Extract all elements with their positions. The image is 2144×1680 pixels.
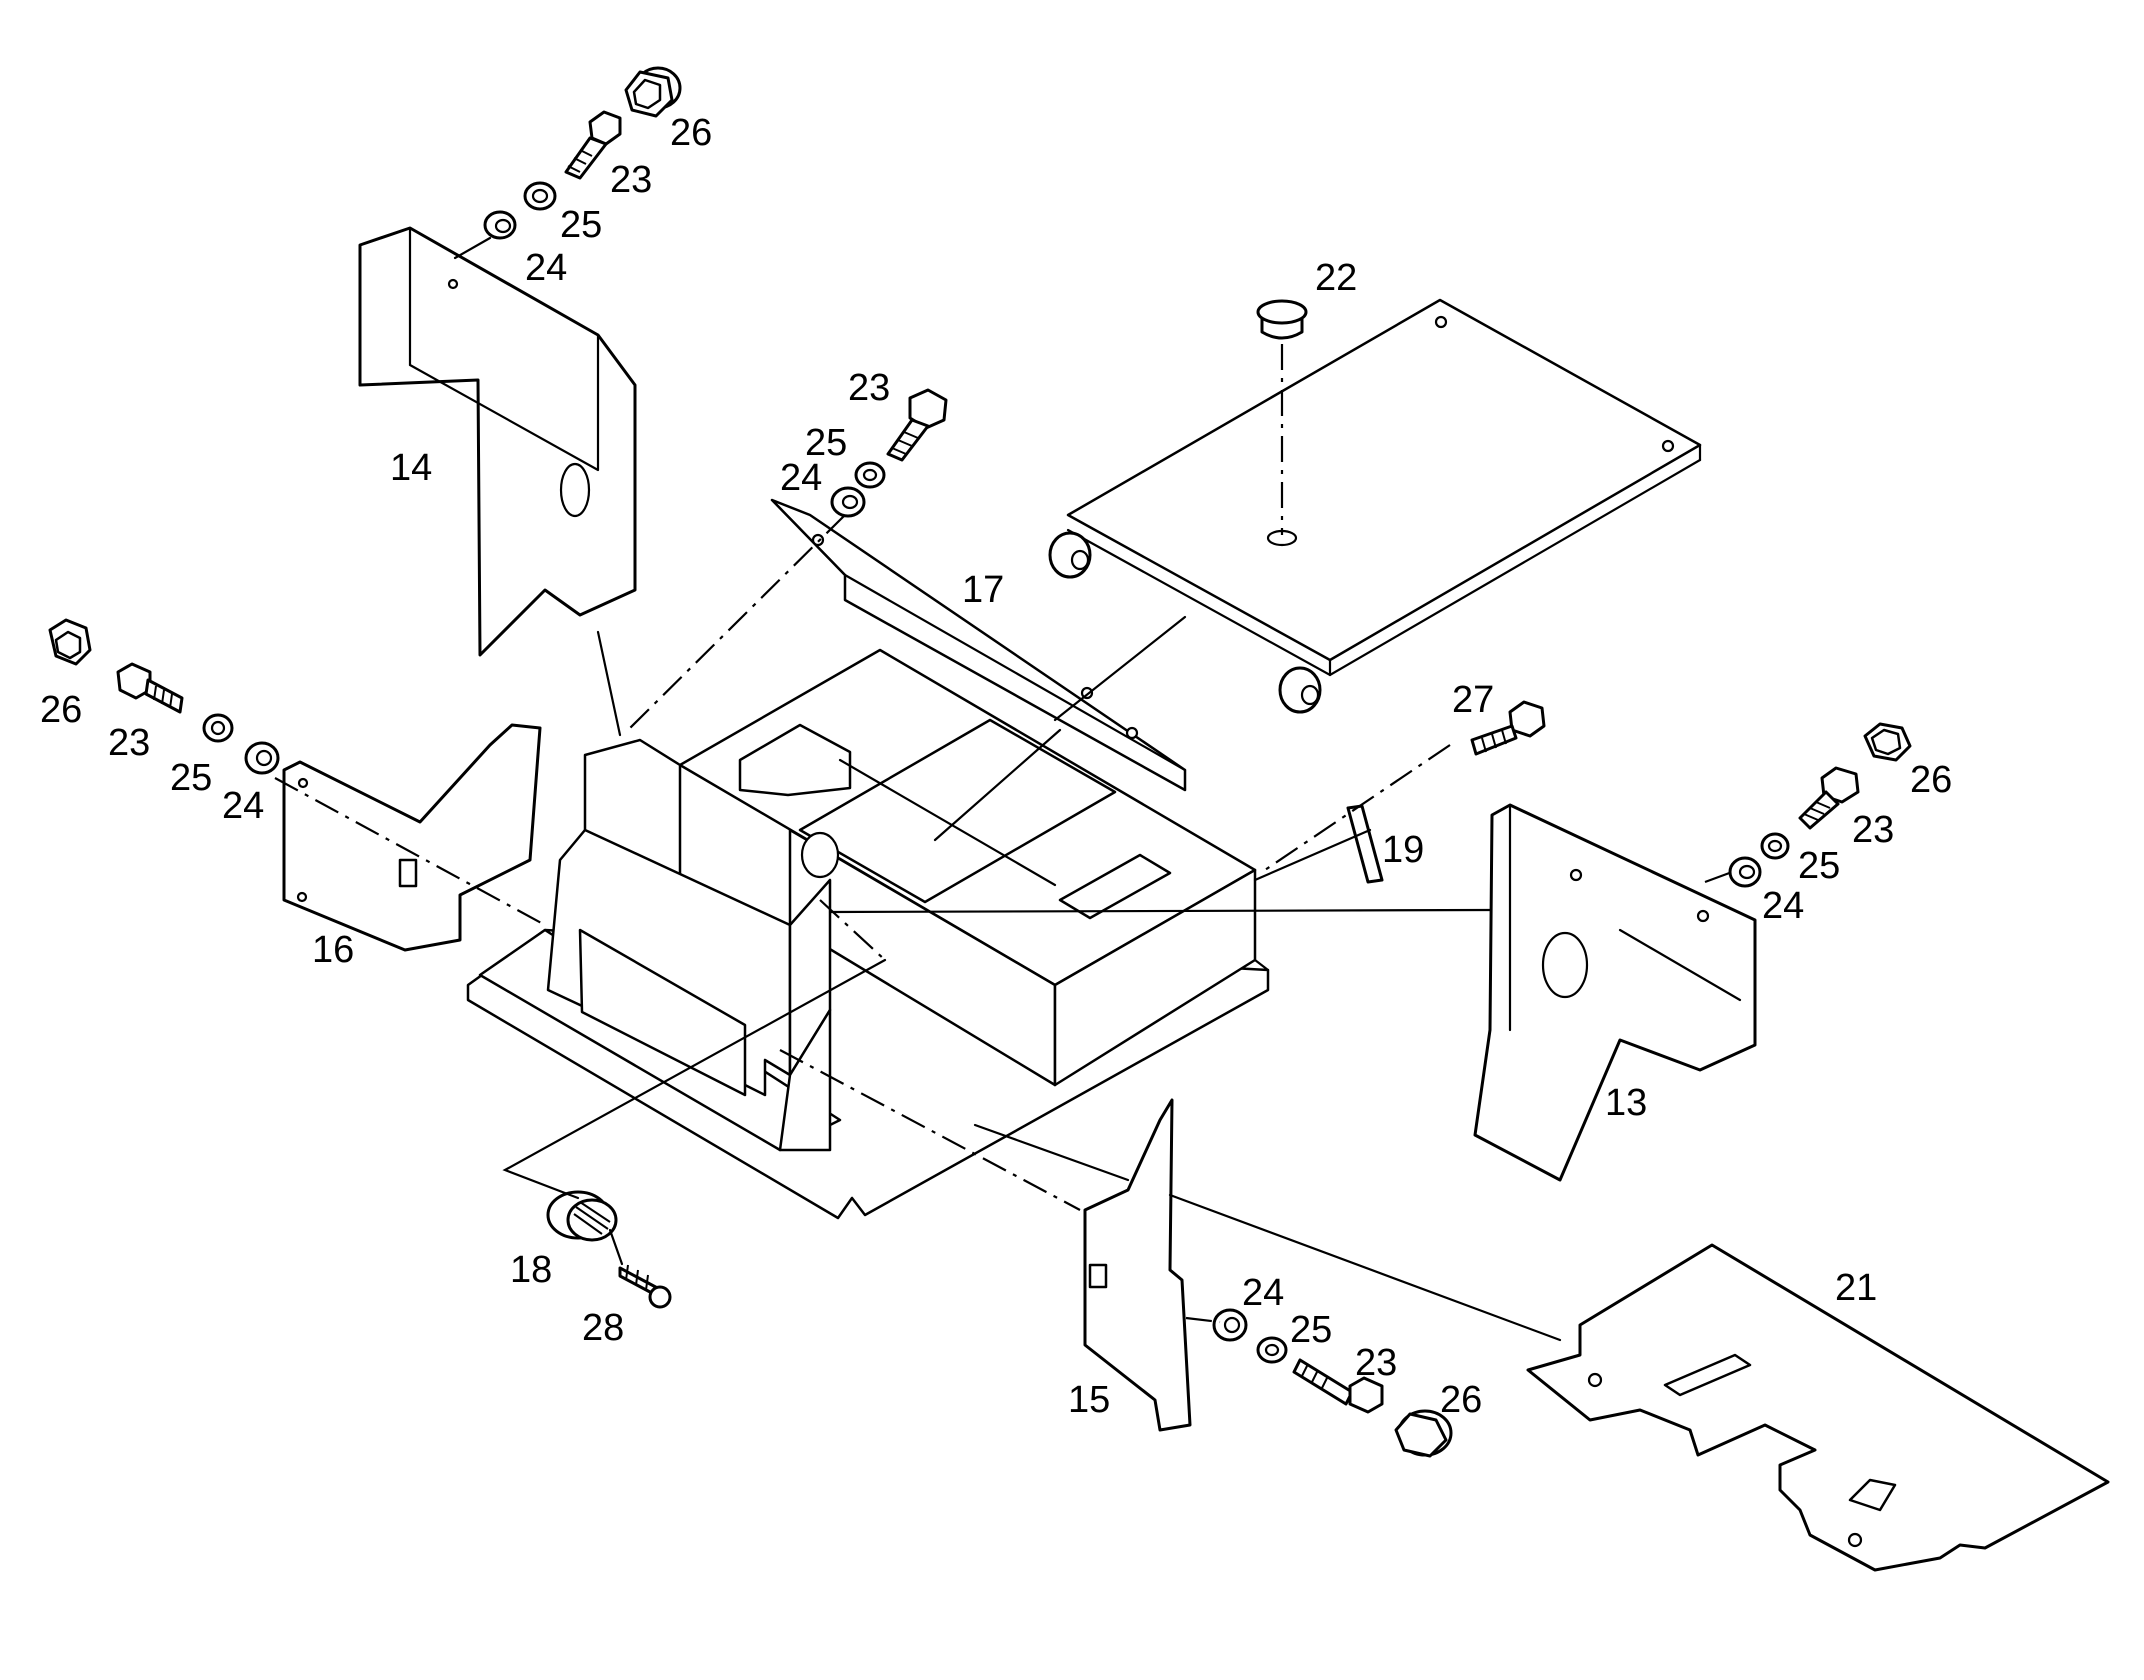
label-27: 27 — [1452, 679, 1494, 721]
label-26-right: 26 — [1910, 759, 1952, 801]
lock-washer-icon — [1256, 1336, 1288, 1364]
bolt-icon — [116, 662, 184, 714]
label-24-bottom: 24 — [1242, 1272, 1284, 1314]
flat-washer-icon — [830, 486, 866, 518]
leader-lines — [274, 514, 1733, 1342]
hardware-left — [48, 618, 280, 775]
flat-washer-icon — [244, 741, 280, 775]
label-14: 14 — [390, 447, 432, 489]
label-28: 28 — [582, 1307, 624, 1349]
bolt-icon — [886, 388, 948, 462]
label-23-bottom: 23 — [1355, 1342, 1397, 1384]
label-13: 13 — [1605, 1082, 1647, 1124]
lock-washer-icon — [1760, 832, 1790, 860]
part-18-grommet — [546, 1190, 618, 1242]
hardware-top-center — [830, 388, 948, 518]
label-21: 21 — [1835, 1267, 1877, 1309]
label-15: 15 — [1068, 1379, 1110, 1421]
label-25-bottom: 25 — [1290, 1309, 1332, 1351]
label-18: 18 — [510, 1249, 552, 1291]
label-25-top-center: 25 — [805, 422, 847, 464]
cap-nut-icon — [1394, 1409, 1453, 1458]
hardware-top-left — [483, 66, 682, 240]
main-housing — [678, 648, 1270, 1087]
bolt-icon — [564, 110, 622, 180]
label-25-right: 25 — [1798, 845, 1840, 887]
label-25-top-left: 25 — [560, 204, 602, 246]
part-13-duct — [1473, 803, 1757, 1182]
lock-washer-icon — [523, 181, 557, 211]
label-19: 19 — [1382, 829, 1424, 871]
flat-washer-icon — [483, 210, 517, 240]
label-22: 22 — [1315, 257, 1357, 299]
part-15-bracket — [1083, 1098, 1192, 1432]
part-14-duct — [358, 226, 637, 657]
hardware-bottom — [1212, 1308, 1453, 1458]
hardware-right — [1728, 722, 1912, 888]
cap-nut-icon — [48, 618, 92, 666]
front-casing — [546, 738, 840, 1152]
part-17-rail — [770, 498, 1187, 792]
label-16: 16 — [312, 929, 354, 971]
label-24-left: 24 — [222, 785, 264, 827]
part-28-screw — [618, 1264, 672, 1309]
bolt-icon — [1292, 1358, 1384, 1414]
lock-washer-icon — [202, 713, 234, 743]
part-16-bracket — [282, 723, 542, 952]
lock-washer-icon — [854, 461, 886, 489]
label-26-left: 26 — [40, 689, 82, 731]
label-23-left: 23 — [108, 722, 150, 764]
part-27-bolt — [1470, 700, 1546, 756]
label-24-right: 24 — [1762, 885, 1804, 927]
label-23-top-left: 23 — [610, 159, 652, 201]
bolt-icon — [1798, 766, 1860, 830]
cap-nut-icon — [624, 66, 682, 118]
flat-washer-icon — [1728, 856, 1762, 888]
label-17: 17 — [962, 569, 1004, 611]
cap-nut-icon — [1863, 722, 1912, 762]
label-23-top-center: 23 — [848, 367, 890, 409]
label-24-top-center: 24 — [780, 457, 822, 499]
label-23-right: 23 — [1852, 809, 1894, 851]
part-22-knob — [1256, 299, 1308, 535]
part-19-plate — [1346, 804, 1384, 884]
label-25-left: 25 — [170, 757, 212, 799]
label-26-bottom: 26 — [1440, 1379, 1482, 1421]
part-21-panel — [1526, 1243, 2110, 1572]
part-labels: 26 23 25 24 14 23 25 24 17 22 26 23 25 2… — [40, 112, 1952, 1421]
flat-washer-icon — [1212, 1308, 1248, 1342]
label-24-top-left: 24 — [525, 247, 567, 289]
label-26-top-left: 26 — [670, 112, 712, 154]
part-22-lid-panel — [1048, 298, 1702, 714]
